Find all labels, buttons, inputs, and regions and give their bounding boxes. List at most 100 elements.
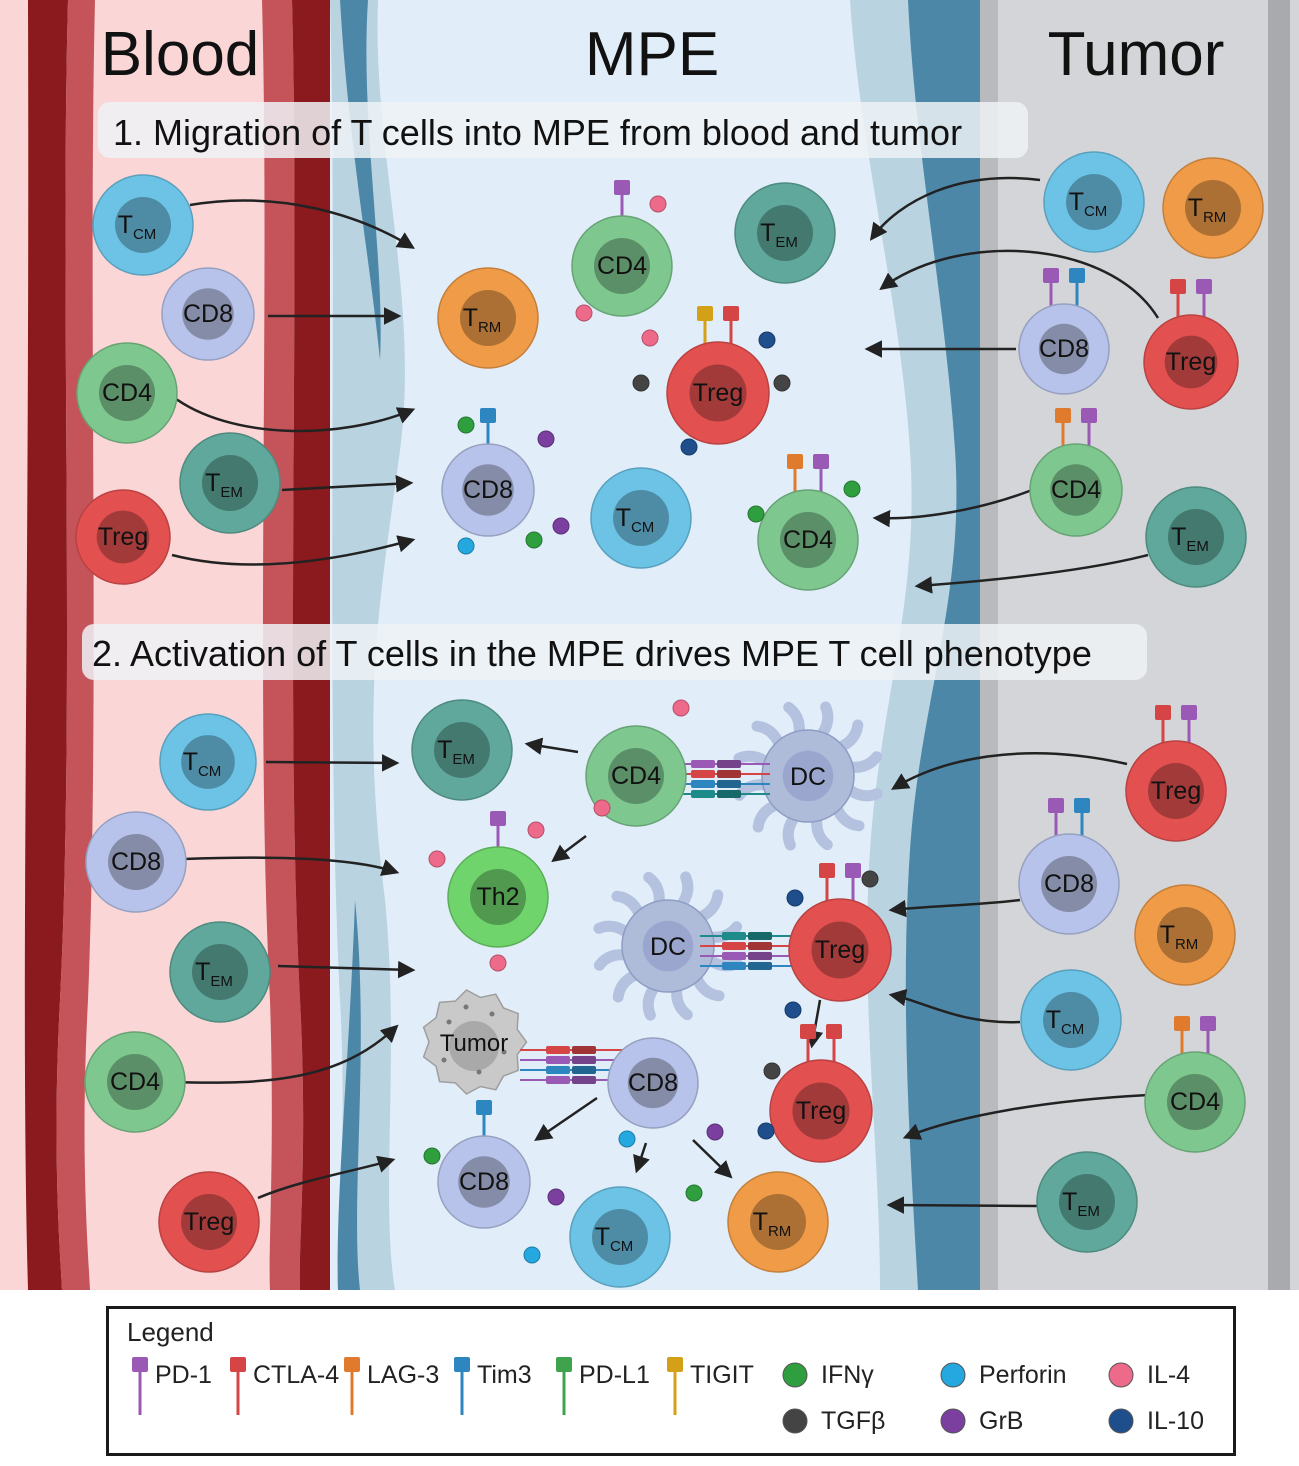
receptor-head [476,1100,492,1115]
synapse-ligand [748,952,772,960]
migration-arrow [183,856,400,876]
cell-nucleus [689,364,747,422]
migration-arrow [886,1196,1039,1214]
il10-cytokine [680,438,698,456]
receptor-head [819,863,835,878]
legend-receptor-item: PD-1 [129,1355,249,1419]
cell-nucleus [182,288,234,340]
cd4-cell: CD4 [757,454,859,591]
receptor-head [723,306,739,321]
cell-label: CD4 [1170,1088,1220,1116]
migration-arrow [171,1024,399,1084]
trm-cell: TRM [727,1171,829,1273]
synapse-receptor [691,780,715,788]
receptor-head [813,454,829,469]
cell-label: CD8 [459,1168,509,1196]
tumor-granule [463,1004,469,1010]
receptor-head [1174,1016,1190,1031]
tcm-cell: TCM [92,174,194,276]
perforin-cytokine [523,1246,541,1264]
cell-nucleus [613,490,669,546]
receptor-head [1043,268,1059,283]
synapse-ligand [748,962,772,970]
cell-label: Treg [693,379,743,407]
cytokines-layer [423,195,879,1264]
synapse-ligand [717,780,741,788]
synapse-ligand [572,1066,596,1074]
cd8-cell: CD8 [441,408,535,537]
migration-arrow [265,754,400,772]
migration-arrow [914,553,1149,594]
trm-cell: TRM [1162,157,1264,259]
legend-receptor-item: Tim3 [451,1355,571,1419]
cell-label: TEM [1062,1188,1100,1220]
region-label-mpe: MPE [585,20,719,89]
ifng-cytokine [843,480,861,498]
perforin-cytokine [457,537,475,555]
tumor-granule [489,1011,495,1017]
cell-nucleus [1066,174,1122,230]
cd8-cell: CD8 [161,267,255,361]
cell-nucleus [434,722,490,778]
cell-label: Treg [98,523,148,551]
il10-cytokine [758,331,776,349]
cell-label: CD8 [183,300,233,328]
synapse-ligand [717,770,741,778]
ifng-cytokine [747,505,765,523]
cell-label: CD8 [111,848,161,876]
migration-arrow [171,395,416,433]
il4-cytokine [575,304,593,322]
receptor-head [787,454,803,469]
legend-receptor-label: PD-1 [155,1361,212,1389]
il4-cytokine [649,195,667,213]
cell-label: CD8 [1044,870,1094,898]
cell-nucleus [462,464,514,516]
cell-nucleus [780,512,836,568]
cell-nucleus [627,1057,679,1109]
il4-cytokine [593,799,611,817]
legend-cytokine-label: IL-4 [1147,1361,1191,1389]
cell-nucleus [1059,1174,1115,1230]
receptor-head [1196,279,1212,294]
cell-nucleus [202,455,258,511]
cell-nucleus [1050,464,1102,516]
cell-nucleus [1157,907,1213,963]
receptor-head [1055,408,1071,423]
cd8-cell: CD8 [437,1100,531,1229]
receptor-head [1048,798,1064,813]
cell-label: CD4 [611,762,661,790]
cell-label: CD4 [1051,476,1101,504]
cell-nucleus [107,1054,163,1110]
synapse-receptor [691,790,715,798]
tgfb-cytokine [763,1062,781,1080]
synapse-receptor [546,1046,570,1054]
tumor-granule [476,1069,482,1075]
treg-cell: Treg [666,306,770,445]
cell-label: Tumor [440,1030,508,1057]
migration-arrow [524,737,579,755]
migration-arrow [888,988,1021,1024]
dendritic-cell: DC [593,871,743,1021]
il10-cytokine [784,1001,802,1019]
region-label-tumor: Tumor [1048,20,1225,89]
migration-arrow [891,752,1128,790]
legend-receptor-label: Tim3 [477,1361,532,1389]
tcm-cell: TCM [1020,969,1122,1071]
cd8-cell: CD8 [1018,268,1110,395]
synapse-receptor [546,1076,570,1084]
cell-nucleus [1164,335,1218,389]
receptor-head [1155,705,1171,720]
legend-receptor-item: TIGIT [664,1355,784,1419]
cell-label: CD8 [1039,335,1089,363]
migration-arrow [633,1142,650,1174]
cell-label: Treg [1151,777,1201,805]
receptor-head [826,1024,842,1039]
tem-cell: TEM [169,921,271,1023]
tcm-cell: TCM [569,1186,671,1288]
cell-nucleus [1043,992,1099,1048]
treg-cell: Treg [788,863,892,1002]
cell-nucleus [594,238,650,294]
cell-nucleus [181,735,235,789]
